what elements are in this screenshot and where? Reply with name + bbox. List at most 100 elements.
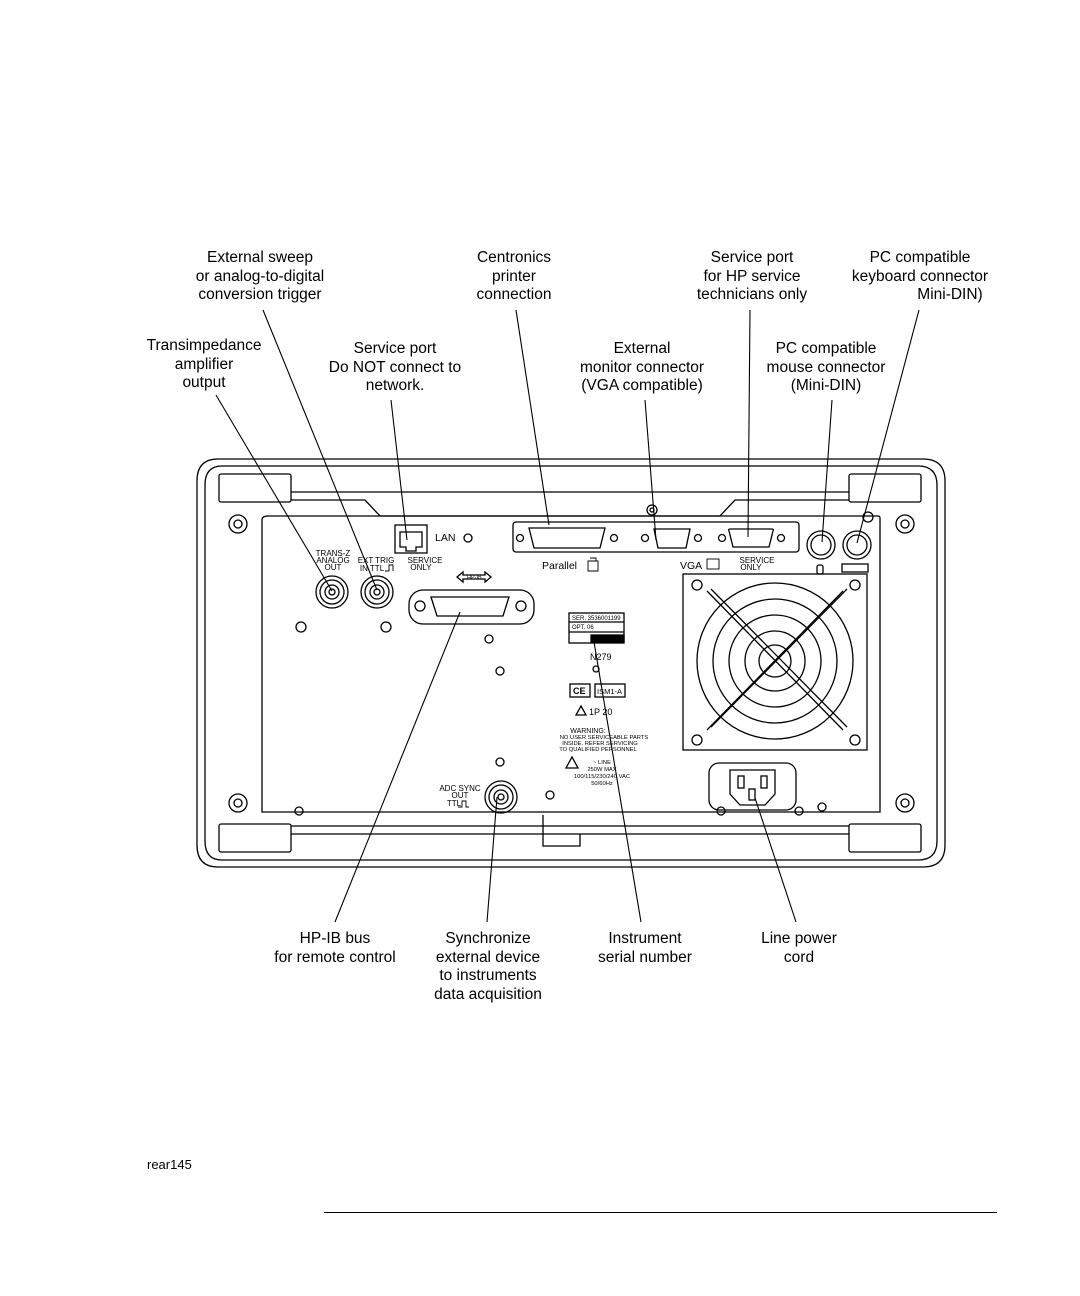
leader-mouse <box>821 399 833 543</box>
callout-line: Mini-DIN) <box>917 286 983 303</box>
callout-line: technicians only <box>696 286 808 303</box>
bnc-ext-trig <box>360 575 394 609</box>
callout-line: or analog-to-digital <box>195 267 325 285</box>
mouse-port <box>806 530 836 560</box>
exttrig-label: EXT TRIG <box>358 556 395 565</box>
callout-line: data acquisition <box>434 985 542 1003</box>
ism-mark <box>594 683 626 698</box>
screw <box>646 504 658 516</box>
mount-hole <box>895 514 915 534</box>
leader-transimpedance <box>215 394 333 592</box>
serial-text: SER. 3536001199 <box>572 616 621 622</box>
mouse-icon <box>816 564 824 575</box>
serial-label <box>568 612 625 644</box>
screw <box>495 757 505 767</box>
callout-line: External <box>613 340 671 357</box>
warning-text: WARNING: <box>570 728 606 735</box>
callout-line: (Mini-DIN) <box>790 377 862 394</box>
lan-port <box>394 524 428 554</box>
callout-line: connection <box>476 286 552 303</box>
printer-icon <box>587 557 599 572</box>
cooling-fan <box>682 573 868 751</box>
callout-centronics: Centronics printer connection <box>444 249 584 305</box>
callout-transimpedance: Transimpedance amplifier output <box>134 337 274 393</box>
callout-line: mouse connector <box>766 358 886 376</box>
mount-hole <box>900 519 910 529</box>
screw <box>294 806 304 816</box>
ce-mark <box>569 683 591 698</box>
io-plate <box>512 521 800 553</box>
leader-power <box>754 797 797 923</box>
bnc-adc-sync <box>484 780 518 814</box>
callout-line: Transimpedance <box>146 337 262 354</box>
callout-line: Do NOT connect to <box>328 358 462 376</box>
mount-hole <box>228 514 248 534</box>
corner-foot <box>848 823 922 853</box>
callout-line: monitor connector <box>579 358 705 376</box>
chassis-inner-outline <box>204 465 938 861</box>
adc-sync-label: ADC SYNC <box>439 784 481 793</box>
power-rating-text: 100/115/230/240 VAC <box>574 774 630 780</box>
callout-serial-number: Instrument serial number <box>575 930 715 967</box>
callout-line: for HP service <box>703 267 801 285</box>
mount-hole <box>228 793 248 813</box>
lan-led <box>463 533 473 543</box>
vga-label: VGA <box>680 560 702 572</box>
power-rating-text: 50/60Hz <box>591 781 613 787</box>
warning-text: NO USER SERVICEABLE PARTS <box>560 735 649 741</box>
screw <box>295 621 307 633</box>
callout-line: Service port <box>353 340 437 357</box>
callout-line-power: Line power cord <box>739 930 859 967</box>
callout-line: printer <box>492 267 536 285</box>
callout-synchronize: Synchronize external device to instrumen… <box>418 930 558 1004</box>
callout-line: for remote control <box>274 948 396 966</box>
screw <box>794 806 804 816</box>
callout-external-sweep: External sweep or analog-to-digital conv… <box>170 249 350 305</box>
hpib-panel-label: HP-IB <box>467 575 482 581</box>
vga-port <box>653 528 691 549</box>
callout-line: Line power <box>761 930 837 947</box>
pulse-icon <box>458 800 469 808</box>
warning-text: INSIDE. REFER SERVICING <box>562 741 638 747</box>
callout-line: output <box>182 374 226 391</box>
callout-line: PC compatible <box>775 340 877 357</box>
callout-line: to instruments <box>439 967 537 984</box>
power-rating-text: 250W MAX <box>587 767 616 773</box>
leader-monitor <box>644 399 657 541</box>
exttrig-label: IN TTL <box>360 564 385 573</box>
transz-label: OUT <box>325 563 342 572</box>
mount-hole <box>233 798 243 808</box>
adc-sync-label: TTL <box>447 799 462 808</box>
callout-line: Synchronize <box>445 930 531 947</box>
mount-hole <box>900 798 910 808</box>
ip-rating: 1P 20 <box>589 707 612 717</box>
leader-centronics <box>515 309 550 526</box>
warning-triangle-icon <box>574 704 588 716</box>
callout-line: (VGA compatible) <box>581 377 703 394</box>
top-rail <box>291 491 849 517</box>
service-only-label: SERVICE <box>740 556 775 565</box>
chassis-outline <box>196 458 946 868</box>
transz-label: ANALOG <box>316 556 349 565</box>
warning-text: TO QUALIFIED PERSONNEL <box>559 747 637 753</box>
leader-service-hp <box>747 309 751 538</box>
callout-keyboard-connector: PC compatible keyboard connector Mini-DI… <box>840 249 1000 305</box>
screw <box>495 666 505 676</box>
monitor-icon <box>706 558 720 570</box>
callout-line: conversion trigger <box>198 286 322 303</box>
callout-line: PC compatible <box>869 249 971 266</box>
bottom-rail <box>291 815 849 847</box>
callout-line: External sweep <box>207 249 313 266</box>
corner-foot <box>848 473 922 503</box>
callout-line: Centronics <box>476 249 552 266</box>
callout-monitor-connector: External monitor connector (VGA compatib… <box>562 340 722 396</box>
parallel-label: Parallel <box>542 560 577 572</box>
adc-sync-label: OUT <box>452 791 469 800</box>
screw <box>716 806 726 816</box>
callout-hpib-bus: HP-IB bus for remote control <box>255 930 415 967</box>
parallel-port <box>528 527 606 549</box>
service-only-label: ONLY <box>410 563 432 572</box>
n279-label: N279 <box>590 652 612 662</box>
leader-service-lan <box>390 399 408 541</box>
